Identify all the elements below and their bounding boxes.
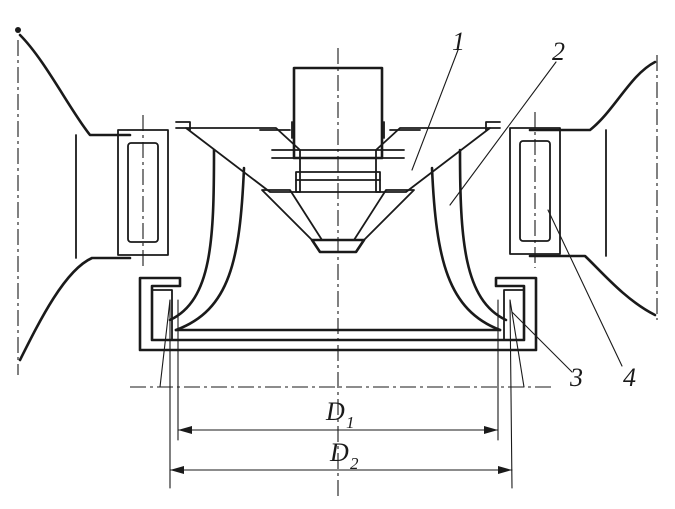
- callout-4: 4: [623, 363, 636, 392]
- leader-lines: [411, 49, 623, 373]
- dimension-d1-letter: D: [325, 397, 345, 426]
- extension-lines: [159, 299, 525, 489]
- dimension-d1: D 1: [177, 397, 499, 434]
- dimension-d2-letter: D: [329, 438, 349, 467]
- callout-2: 2: [552, 37, 565, 66]
- corner-dot: [15, 27, 21, 33]
- casing: [168, 121, 508, 332]
- dimension-d2: D 2: [169, 438, 513, 474]
- spring-column-left: [117, 115, 169, 270]
- right-horn: [528, 55, 658, 320]
- rotor: [185, 127, 491, 254]
- dimension-d2-index: 2: [350, 454, 359, 473]
- left-horn: [15, 27, 132, 375]
- shaft: [259, 66, 421, 160]
- spring-column-right: [509, 112, 561, 268]
- callout-1: 1: [452, 27, 465, 56]
- callout-3: 3: [569, 363, 583, 392]
- base-ring: [138, 276, 538, 352]
- dimension-d1-index: 1: [346, 413, 355, 432]
